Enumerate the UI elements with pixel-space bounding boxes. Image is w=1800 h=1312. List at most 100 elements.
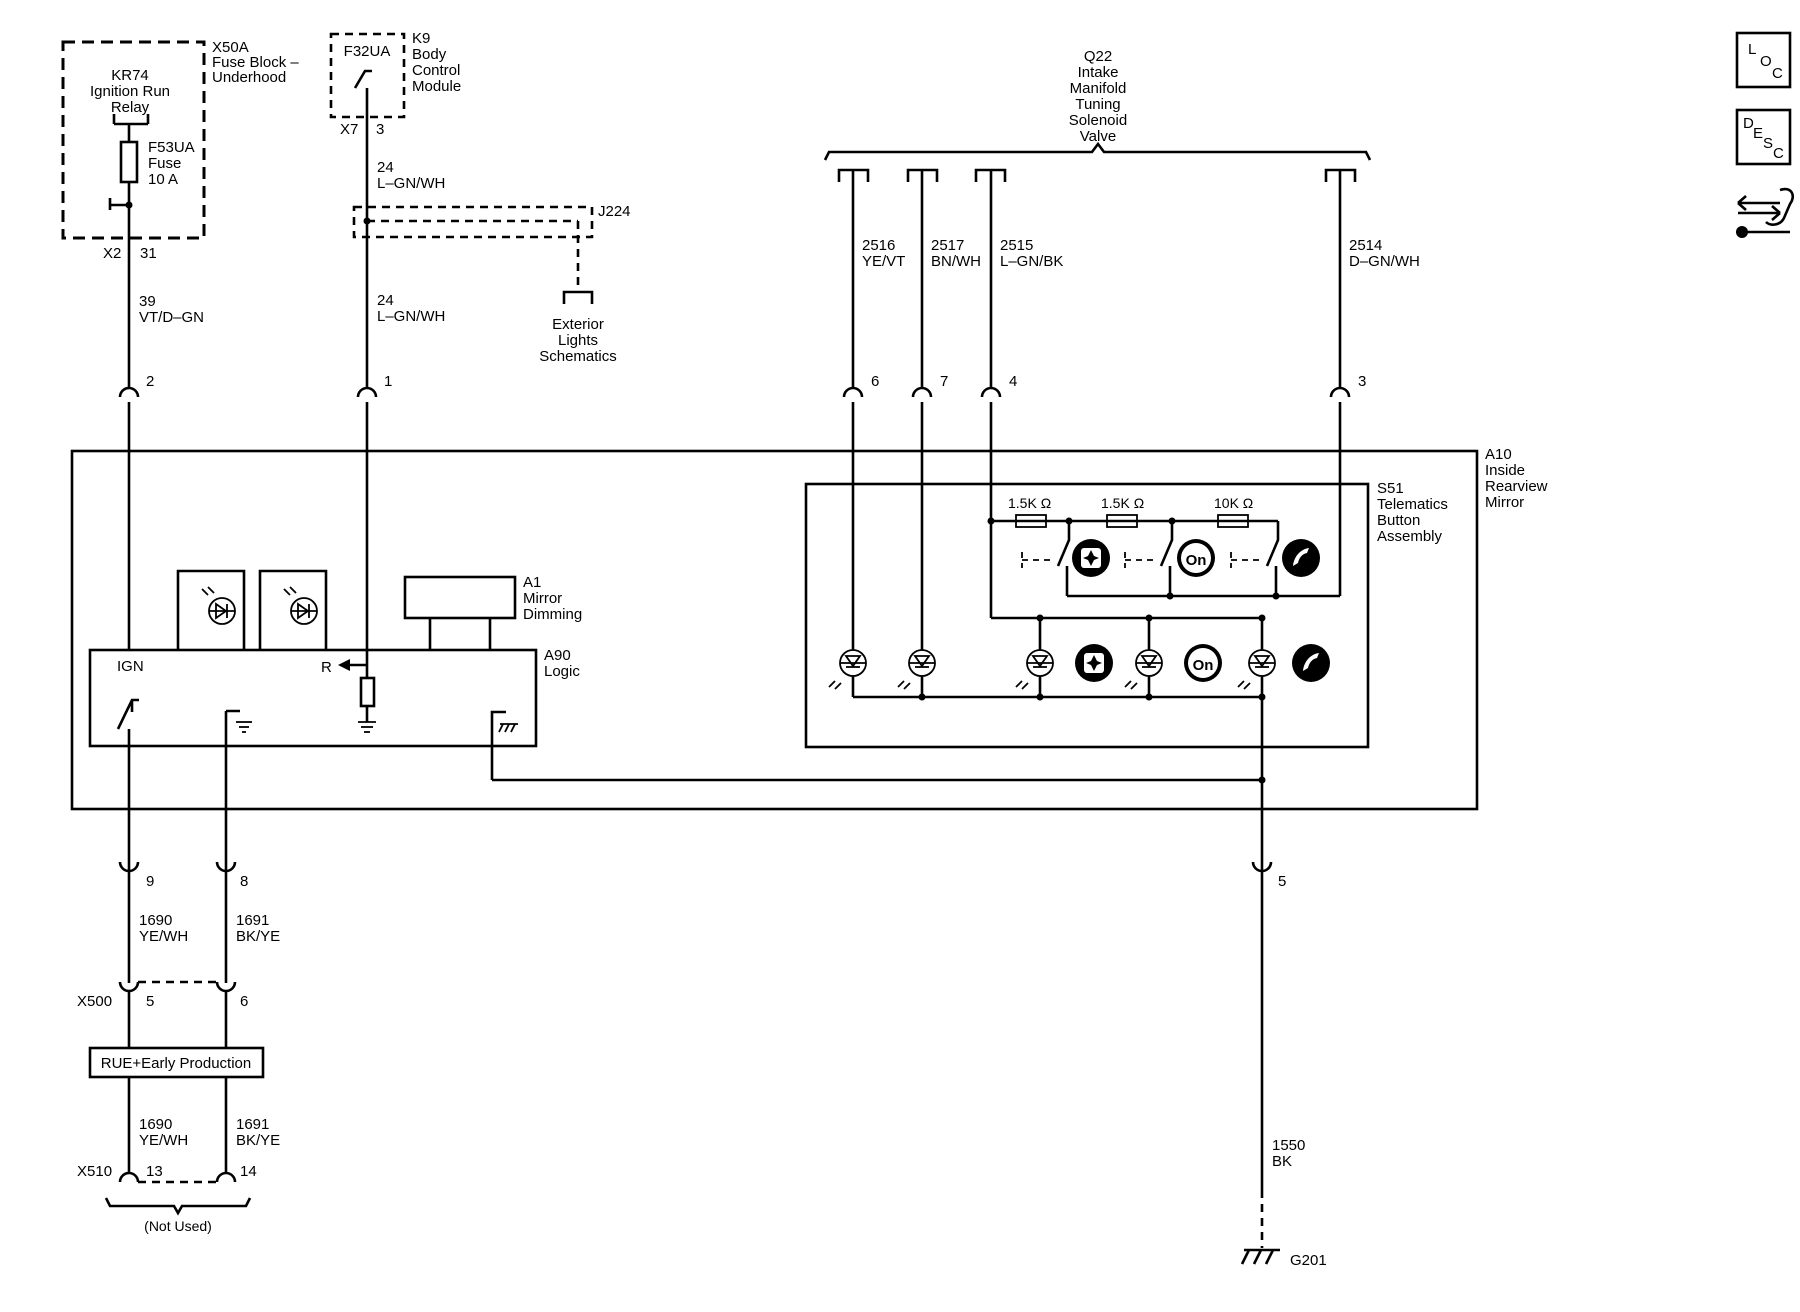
pin-a10-ign: 2 bbox=[146, 373, 154, 390]
w1550-circuit: 1550 bbox=[1272, 1137, 1305, 1154]
rue-option-label: RUE+Early Production bbox=[101, 1055, 251, 1072]
phone-icon bbox=[1292, 644, 1330, 682]
r-ground-icon bbox=[358, 721, 376, 733]
exterior-name-3: Schematics bbox=[539, 348, 617, 365]
g201-id: G201 bbox=[1290, 1252, 1327, 1269]
desc-nav-icon[interactable]: D E S C bbox=[1735, 108, 1792, 166]
w39-color: VT/D–GN bbox=[139, 309, 204, 326]
a10-bottom-connectors bbox=[118, 861, 1273, 873]
s51-name-3: Assembly bbox=[1377, 528, 1443, 545]
q22-bracket bbox=[823, 141, 1372, 161]
chassis-ground-icon bbox=[490, 710, 518, 780]
switch-icon bbox=[353, 69, 372, 104]
a90-logic-box bbox=[88, 648, 538, 748]
kr74-id: KR74 bbox=[111, 67, 149, 84]
k9-id: K9 bbox=[412, 30, 430, 47]
x500-label: X500 bbox=[77, 993, 112, 1010]
x510-connector bbox=[118, 1171, 237, 1184]
resistor-3-label: 10K Ω bbox=[1214, 495, 1253, 511]
x500-connector bbox=[118, 980, 237, 993]
q22-connectors bbox=[837, 168, 1357, 182]
a1-id: A1 bbox=[523, 574, 541, 591]
x500-pin-b: 6 bbox=[240, 993, 248, 1010]
w39-circuit: 39 bbox=[139, 293, 156, 310]
rue-option-box bbox=[88, 1046, 265, 1079]
logic-ground-icon bbox=[224, 709, 252, 746]
q22-name-5: Valve bbox=[1080, 128, 1116, 145]
desc-letter-2: E bbox=[1753, 125, 1763, 142]
a10-name-3: Mirror bbox=[1485, 494, 1524, 511]
q22-name-3: Tuning bbox=[1075, 96, 1120, 113]
q22-name-4: Solenoid bbox=[1069, 112, 1127, 129]
w1690b-color: YE/WH bbox=[139, 1132, 188, 1149]
w2514-color: D–GN/WH bbox=[1349, 253, 1420, 270]
x50a-id: X50A bbox=[212, 39, 249, 56]
w2514-circuit: 2514 bbox=[1349, 237, 1382, 254]
loc-nav-icon[interactable]: L O C bbox=[1735, 31, 1792, 89]
w1691b-color: BK/YE bbox=[236, 1132, 280, 1149]
a10-mirror-outline bbox=[70, 449, 1479, 811]
loc-letter-3: C bbox=[1772, 65, 1783, 82]
resistor-2-label: 1.5K Ω bbox=[1101, 495, 1144, 511]
button-switches bbox=[1021, 521, 1340, 600]
w2516-color: YE/VT bbox=[862, 253, 905, 270]
g201-ground-icon bbox=[1240, 1248, 1280, 1265]
a10-name-2: Rearview bbox=[1485, 478, 1548, 495]
s51-name-2: Button bbox=[1377, 512, 1420, 529]
photo-sensor-2 bbox=[258, 569, 328, 650]
relay-contact-icon bbox=[112, 114, 150, 126]
s51-button-assembly-outline bbox=[804, 482, 1370, 749]
pin-a10-9: 9 bbox=[146, 873, 154, 890]
x510-pin-b: 14 bbox=[240, 1163, 257, 1180]
desc-letter-3: S bbox=[1763, 135, 1773, 152]
k9-name-1: Body bbox=[412, 46, 447, 63]
svg-text:On: On bbox=[1193, 657, 1214, 674]
k9-name-2: Control bbox=[412, 62, 460, 79]
exterior-lights-connector-icon bbox=[562, 290, 594, 304]
pin-a10-6: 6 bbox=[871, 373, 879, 390]
fuse-f53ua-icon bbox=[119, 140, 139, 184]
f53ua-name-1: Fuse bbox=[148, 155, 181, 172]
w24a-color: L–GN/WH bbox=[377, 175, 445, 192]
x500-pin-a: 5 bbox=[146, 993, 154, 1010]
q22-name-1: Intake bbox=[1078, 64, 1119, 81]
pin-a10-7: 7 bbox=[940, 373, 948, 390]
w24b-color: L–GN/WH bbox=[377, 308, 445, 325]
resistor-1-label: 1.5K Ω bbox=[1008, 495, 1051, 511]
q22-id: Q22 bbox=[1084, 48, 1112, 65]
connector-harness-nav-icon[interactable] bbox=[1736, 187, 1794, 238]
onstar-on-icon: On bbox=[1177, 539, 1215, 577]
w24b-circuit: 24 bbox=[377, 292, 394, 309]
svg-text:On: On bbox=[1186, 552, 1207, 569]
w2516-circuit: 2516 bbox=[862, 237, 895, 254]
a90-name-1: Logic bbox=[544, 663, 580, 680]
w24a-circuit: 24 bbox=[377, 159, 394, 176]
w1691b-circuit: 1691 bbox=[236, 1116, 269, 1133]
r-input-arrow-icon bbox=[338, 659, 367, 671]
w1690b-circuit: 1690 bbox=[139, 1116, 172, 1133]
f53ua-id: F53UA bbox=[148, 139, 195, 156]
a1-mirror-dimming-box bbox=[403, 575, 517, 620]
exterior-name-1: Exterior bbox=[552, 316, 604, 333]
x510-label: X510 bbox=[77, 1163, 112, 1180]
w1690a-color: YE/WH bbox=[139, 928, 188, 945]
a1-name-2: Dimming bbox=[523, 606, 582, 623]
x50a-name-2: Underhood bbox=[212, 69, 286, 86]
phone-icon bbox=[1282, 539, 1320, 577]
x7-label: X7 bbox=[340, 121, 358, 138]
x2-label: X2 bbox=[103, 245, 121, 262]
desc-letter-1: D bbox=[1743, 115, 1754, 132]
x510-pin-a: 13 bbox=[146, 1163, 163, 1180]
s51-id: S51 bbox=[1377, 480, 1404, 497]
a10-name-1: Inside bbox=[1485, 462, 1525, 479]
k9-name-3: Module bbox=[412, 78, 461, 95]
loc-letter-1: L bbox=[1748, 41, 1756, 58]
w2517-color: BN/WH bbox=[931, 253, 981, 270]
a90-id: A90 bbox=[544, 647, 571, 664]
w2515-circuit: 2515 bbox=[1000, 237, 1033, 254]
pin-a10-8: 8 bbox=[240, 873, 248, 890]
pin-a10-4: 4 bbox=[1009, 373, 1017, 390]
pin-a10-r: 1 bbox=[384, 373, 392, 390]
w2515-color: L–GN/BK bbox=[1000, 253, 1063, 270]
